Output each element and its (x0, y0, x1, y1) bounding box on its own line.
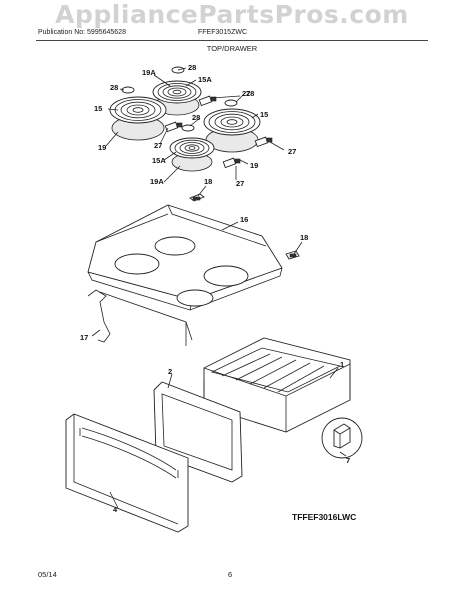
callout-27: 27 (154, 141, 162, 150)
callout-15: 15 (94, 104, 102, 113)
callout-28: 28 (188, 63, 196, 72)
callout-7: 7 (346, 456, 350, 465)
burner-opening-rear-left (154, 236, 196, 256)
trim-ring-front[interactable] (181, 124, 195, 132)
callout-28: 28 (246, 89, 254, 98)
burner-opening-left (114, 253, 160, 275)
callout-28: 28 (192, 113, 200, 122)
callout-19A: 19A (142, 68, 156, 77)
surface-element-front[interactable] (169, 137, 215, 172)
callout-2: 2 (168, 367, 172, 376)
callout-4: 4 (113, 505, 118, 514)
callout-15A: 15A (152, 156, 166, 165)
callout-19: 19 (250, 161, 258, 170)
surface-element-left[interactable] (109, 96, 167, 141)
surface-element-right[interactable] (203, 108, 261, 153)
burner-opening-right (203, 265, 249, 287)
callout-28: 28 (110, 83, 118, 92)
callout-18: 18 (300, 233, 308, 242)
terminal-block-rear[interactable] (198, 95, 217, 107)
callout-19A: 19A (150, 177, 164, 186)
callout-19: 19 (98, 143, 106, 152)
terminal-block-right[interactable] (254, 136, 273, 148)
publication-number: Publication No: 5995645628 (38, 29, 126, 36)
trim-ring-left[interactable] (121, 86, 135, 94)
diagram-code: TFFEF3016LWC (292, 512, 357, 522)
callout-17: 17 (80, 333, 88, 342)
drawer-slide-inset[interactable] (321, 417, 363, 459)
footer-date: 05/14 (38, 570, 57, 579)
model-number: FFEF3015ZWC (198, 29, 248, 36)
drawer-box[interactable] (203, 337, 351, 433)
terminal-block-front[interactable] (222, 157, 241, 169)
wire-harness[interactable] (87, 289, 111, 343)
callout-27: 27 (242, 89, 250, 98)
section-title: TOP/DRAWER (206, 44, 258, 53)
drawer-front-panel[interactable] (65, 413, 189, 533)
burner-opening-front (176, 289, 214, 307)
bracket-rear[interactable] (189, 193, 205, 202)
callout-1: 1 (340, 360, 344, 369)
callout-15A: 15A (198, 75, 212, 84)
cooktop[interactable] (87, 204, 283, 346)
watermark: AppliancePartsPros.com (55, 0, 409, 29)
terminal-block-left[interactable] (164, 121, 183, 133)
bracket-right[interactable] (285, 250, 300, 260)
header-rule (36, 40, 428, 41)
trim-ring-right[interactable] (224, 99, 238, 107)
callout-27: 27 (288, 147, 296, 156)
callout-15: 15 (260, 110, 268, 119)
callout-18: 18 (204, 177, 212, 186)
leader-lines (91, 67, 347, 509)
callout-27: 27 (236, 179, 244, 188)
callout-labels: 28 19A 15A 28 27 28 15 15 28 19 27 27 15… (80, 63, 350, 514)
callout-16: 16 (240, 215, 248, 224)
footer-page-number: 6 (228, 570, 233, 579)
